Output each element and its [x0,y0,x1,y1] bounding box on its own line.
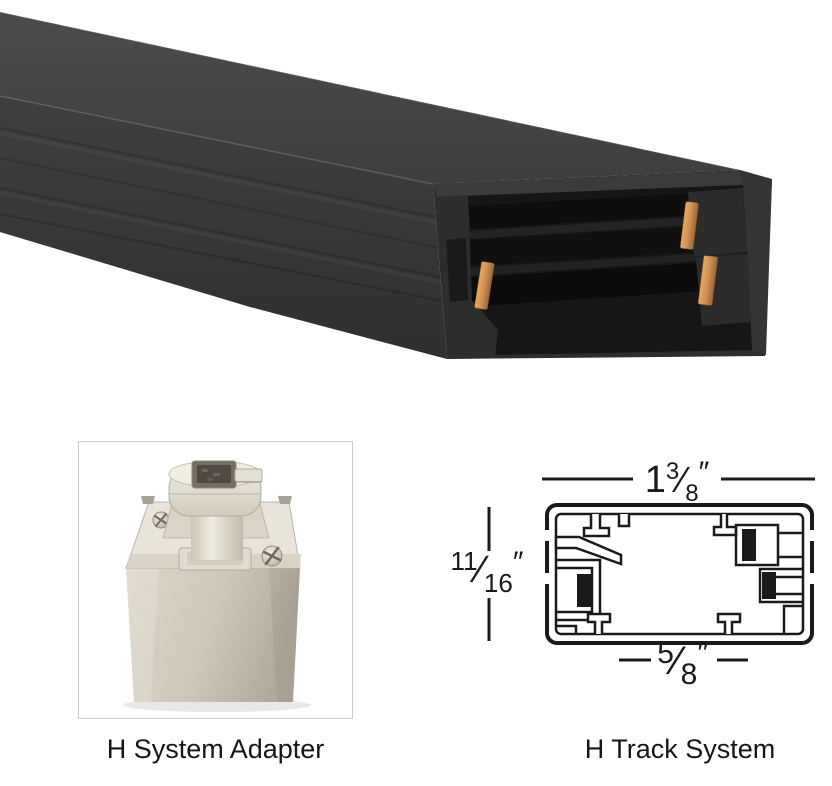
dimension-height-label: 11⁄16″ [451,546,524,598]
track-front-face [0,95,447,359]
dimension-height: 11⁄16″ [451,507,524,641]
copper-contact [474,261,495,310]
track-cross-section-diagram: 13⁄8″ 11⁄16″ 5⁄8″ [451,456,818,691]
conductor-bar [742,529,756,561]
adapter-photo [123,460,311,712]
track-top-face [0,11,741,184]
adapter-connector-head [168,460,263,517]
dimension-width: 13⁄8″ [542,456,815,507]
adapter-cube-body [126,568,300,702]
adapter-caption: H System Adapter [106,734,325,764]
profile-interior [554,514,803,634]
track-caption: H Track System [584,734,776,764]
connector-tab [234,468,263,483]
copper-contact [697,255,718,306]
track-cut-end-face [433,170,772,359]
screw-icon [152,511,170,529]
adapter-photo-frame [78,441,353,719]
copper-contact [680,201,699,250]
screw-icon [261,545,283,567]
track-rail-photo [0,11,772,359]
dimension-width-label: 13⁄8″ [645,456,710,507]
conductor-bar [762,572,776,599]
conductor-bar [577,574,593,607]
